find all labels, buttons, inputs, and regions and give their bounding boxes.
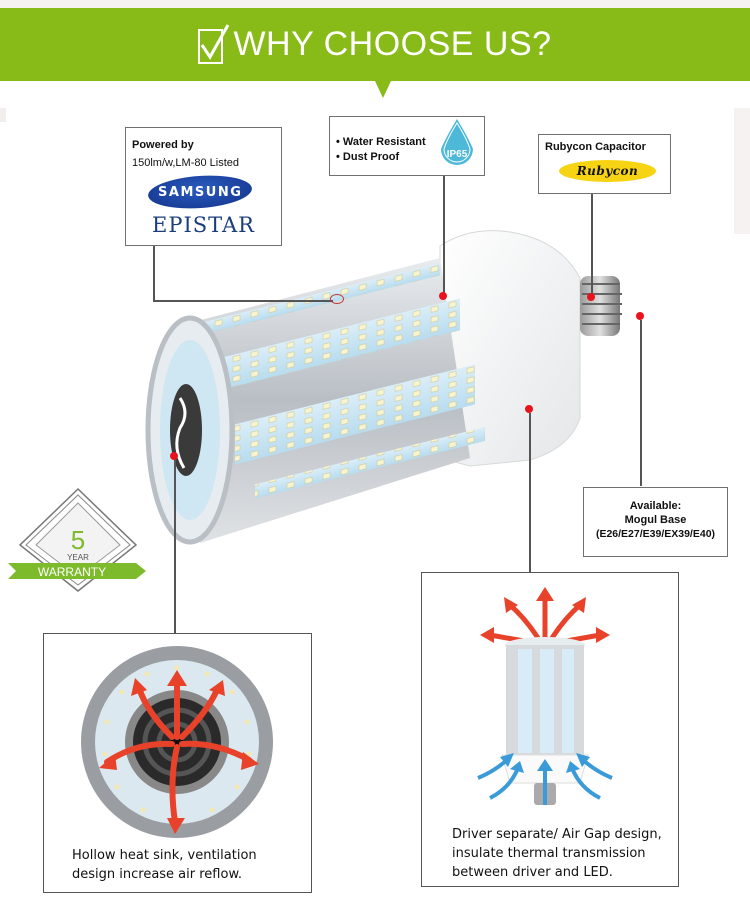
banner-pointer bbox=[375, 81, 391, 98]
capacitor-heading: Rubycon Capacitor bbox=[545, 141, 646, 153]
panel-heat-sink: Hollow heat sink, ventilation design inc… bbox=[43, 633, 312, 893]
led-highlight-circle bbox=[330, 294, 344, 304]
heat-sink-image bbox=[81, 646, 273, 838]
checkbox-icon bbox=[198, 24, 230, 64]
marker-dot-base bbox=[636, 312, 644, 320]
callout-protection: • Water Resistant • Dust Proof IP65 bbox=[329, 116, 485, 176]
base-line1: Available: bbox=[629, 500, 682, 512]
side-strip-left bbox=[0, 108, 6, 122]
bullet-dust-proof: • Dust Proof bbox=[336, 151, 400, 163]
samsung-logo: SAMSUNG bbox=[147, 172, 253, 212]
top-strip bbox=[0, 0, 750, 8]
leader-line-ip65 bbox=[443, 176, 445, 293]
marker-dot-capacitor bbox=[587, 293, 595, 301]
callout-capacitor: Rubycon Capacitor Rubycon bbox=[538, 134, 671, 194]
marker-dot-driver bbox=[525, 405, 533, 413]
driver-caption: Driver separate/ Air Gap design, insulat… bbox=[452, 827, 662, 880]
banner-title: WHY CHOOSE US? bbox=[233, 25, 552, 63]
leader-line-capacitor bbox=[591, 194, 593, 294]
marker-dot-ip65 bbox=[439, 292, 447, 300]
powered-subheading: 150lm/w,LM-80 Listed bbox=[132, 157, 239, 169]
header-banner bbox=[0, 8, 750, 81]
leader-line-powered bbox=[153, 246, 155, 301]
callout-powered-by: Powered by 150lm/w,LM-80 Listed SAMSUNG … bbox=[125, 127, 282, 246]
air-gap-image bbox=[477, 587, 613, 805]
base-line3: (E26/E27/E39/EX39/E40) bbox=[595, 528, 716, 540]
leader-line-heatsink bbox=[174, 460, 176, 634]
epistar-logo: EPISTAR bbox=[152, 213, 255, 237]
base-line2: Mogul Base bbox=[624, 514, 687, 526]
marker-dot-heatsink bbox=[170, 452, 178, 460]
warranty-years: 5 bbox=[71, 525, 85, 555]
warranty-badge: 5 YEAR WARRANTY bbox=[8, 487, 146, 592]
bullet-water-resistant: • Water Resistant bbox=[336, 136, 426, 148]
banner-heading: WHY CHOOSE US? bbox=[0, 8, 750, 81]
panel-driver-separate: Driver separate/ Air Gap design, insulat… bbox=[421, 572, 679, 887]
warranty-label: WARRANTY bbox=[38, 565, 106, 579]
warranty-unit: YEAR bbox=[67, 553, 89, 562]
heat-sink-caption: Hollow heat sink, ventilation design inc… bbox=[72, 848, 257, 882]
svg-text:IP65: IP65 bbox=[447, 149, 468, 160]
side-strip bbox=[734, 108, 750, 234]
leader-line-driver bbox=[529, 413, 531, 573]
rubycon-logo: Rubycon bbox=[559, 160, 656, 182]
leader-line-base bbox=[640, 320, 642, 486]
leader-line-powered-h bbox=[153, 300, 333, 302]
powered-heading: Powered by bbox=[132, 139, 194, 151]
water-drop-icon: IP65 bbox=[441, 119, 473, 165]
callout-base: Available: Mogul Base (E26/E27/E39/EX39/… bbox=[583, 487, 728, 557]
